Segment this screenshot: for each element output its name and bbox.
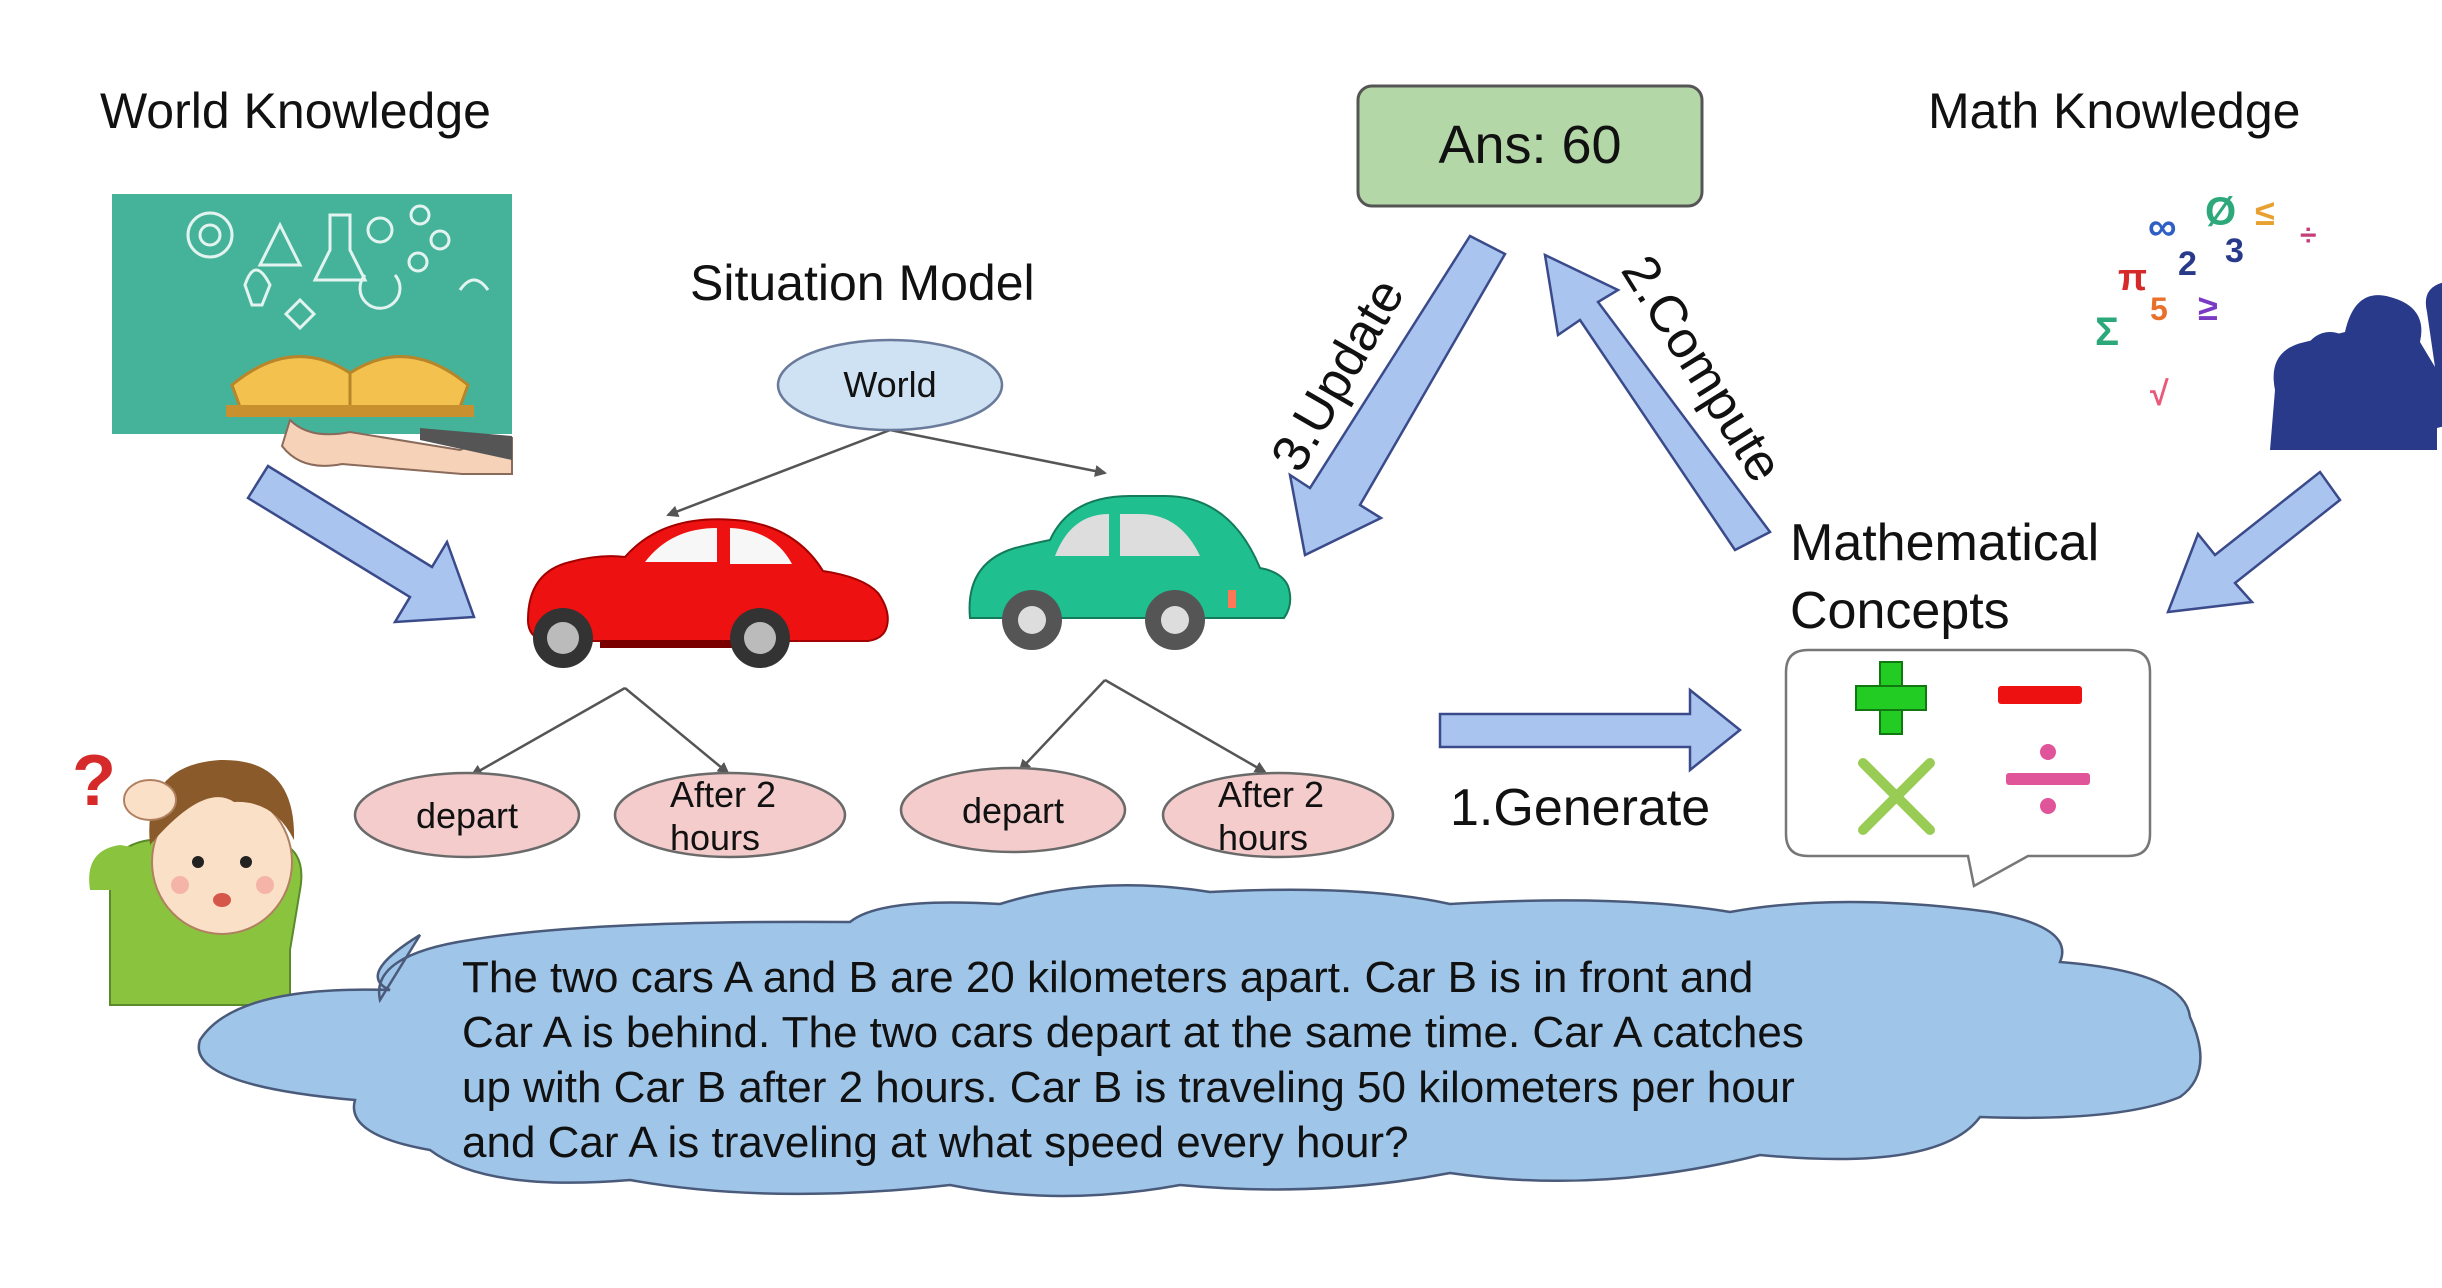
tree-root-label: World bbox=[843, 364, 936, 405]
math-symbol-five: 5 bbox=[2150, 291, 2168, 327]
math-symbol-three: 3 bbox=[2225, 232, 2244, 270]
car-a-depart-label: depart bbox=[416, 795, 518, 836]
math-symbol-infinity: ∞ bbox=[2148, 205, 2177, 249]
times-operator-icon bbox=[1858, 758, 1935, 835]
step-generate-label: 1.Generate bbox=[1450, 779, 1710, 837]
world-to-situation-arrow bbox=[246, 464, 476, 624]
math-symbol-sqrt: √ bbox=[2150, 375, 2169, 413]
tree-edges bbox=[470, 428, 1267, 777]
car-b-depart-node bbox=[899, 766, 1127, 854]
problem-text-line1: The two cars A and B are 20 kilometers a… bbox=[462, 953, 1753, 1002]
car-a-after-label-line2: hours bbox=[670, 817, 760, 858]
compute-arrow bbox=[1543, 252, 1772, 552]
mathematician-icon: ∞ Ø ≤ ÷ π 2 3 Σ 5 ≥ √ bbox=[2095, 190, 2442, 450]
question-mark-icon: ? bbox=[72, 741, 116, 821]
problem-text-line2: Car A is behind. The two cars depart at … bbox=[462, 1008, 1804, 1057]
math-symbol-geq: ≥ bbox=[2198, 287, 2218, 328]
car-a-depart-node bbox=[353, 771, 581, 859]
math-symbol-divide: ÷ bbox=[2300, 219, 2316, 252]
plus-operator-icon bbox=[1855, 661, 1927, 735]
divide-operator-icon bbox=[2006, 744, 2090, 814]
math-to-concepts-arrow bbox=[2166, 470, 2342, 614]
car-a-after-label-line1: After 2 bbox=[670, 774, 776, 815]
math-symbol-empty-set: Ø bbox=[2205, 190, 2236, 234]
math-symbol-two: 2 bbox=[2178, 245, 2197, 283]
car-a-icon bbox=[526, 518, 889, 668]
math-knowledge-heading: Math Knowledge bbox=[1928, 83, 2300, 139]
math-symbol-leq: ≤ bbox=[2255, 192, 2275, 233]
math-symbol-sigma: Σ bbox=[2095, 310, 2119, 354]
concepts-speech-bubble bbox=[1784, 648, 2152, 888]
update-arrow bbox=[1288, 234, 1507, 557]
generate-arrow bbox=[1438, 687, 1743, 773]
open-book-icon bbox=[112, 194, 513, 475]
math-symbol-pi: π bbox=[2118, 257, 2147, 299]
minus-operator-icon bbox=[1998, 686, 2082, 704]
answer-box bbox=[1356, 84, 1704, 208]
confused-child-icon: ? bbox=[72, 741, 303, 1006]
world-knowledge-heading: World Knowledge bbox=[100, 83, 491, 139]
situation-model-heading: Situation Model bbox=[690, 255, 1035, 311]
car-b-depart-label: depart bbox=[962, 790, 1064, 831]
car-b-after-label-line2: hours bbox=[1218, 817, 1308, 858]
problem-text-line3: up with Car B after 2 hours. Car B is tr… bbox=[462, 1063, 1795, 1112]
car-b-icon bbox=[968, 495, 1292, 650]
tree-root-node bbox=[776, 338, 1004, 432]
mathematical-concepts-heading-line2: Concepts bbox=[1790, 582, 2010, 640]
mathematical-concepts-heading-line1: Mathematical bbox=[1790, 514, 2099, 572]
car-b-after-node bbox=[1161, 771, 1395, 859]
problem-text-line4: and Car A is traveling at what speed eve… bbox=[462, 1118, 1409, 1167]
problem-cloud: The two cars A and B are 20 kilometers a… bbox=[197, 884, 2202, 1198]
car-b-after-label-line1: After 2 bbox=[1218, 774, 1324, 815]
car-a-after-node bbox=[613, 771, 847, 859]
answer-label: Ans: 60 bbox=[1438, 115, 1621, 175]
